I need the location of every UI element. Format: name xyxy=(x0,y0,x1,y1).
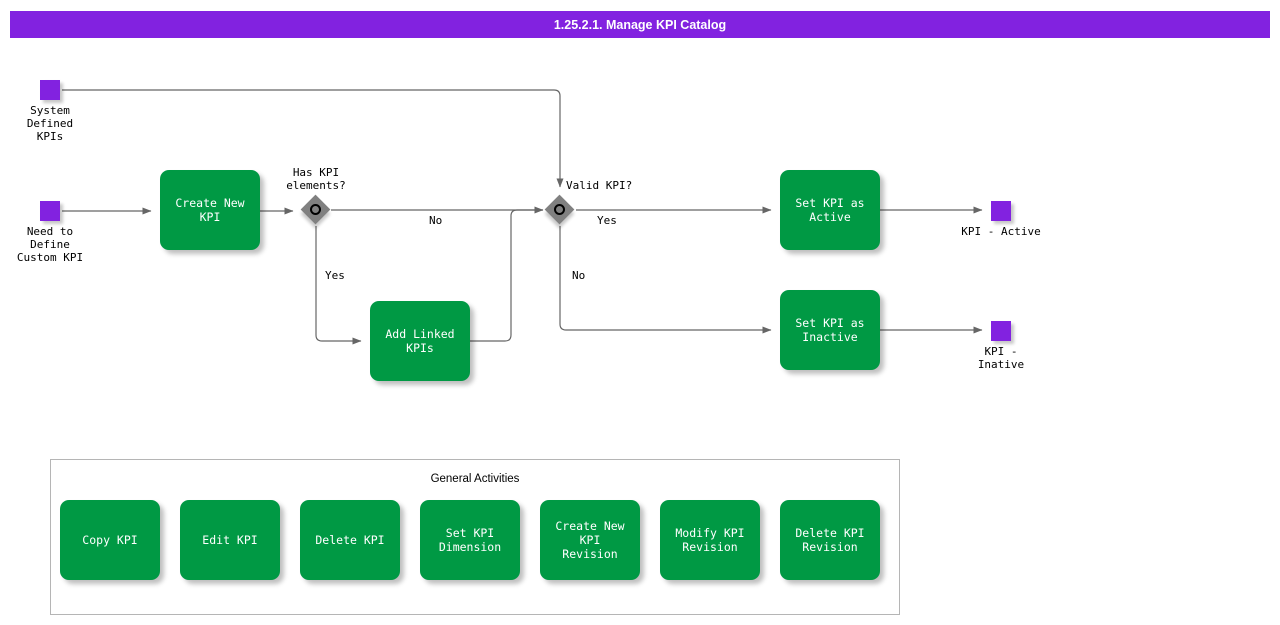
start-event-need-to-define-custom-kpi[interactable] xyxy=(40,201,60,221)
start-event-system-defined-kpis[interactable] xyxy=(40,80,60,100)
gateway-valid-kpi-label: Valid KPI? xyxy=(566,179,633,192)
flow-add-linked-kpis-to-gateway2 xyxy=(470,209,543,342)
gateway-has-kpi-elements[interactable] xyxy=(300,194,331,225)
task-set-kpi-as-inactive[interactable]: Set KPI as Inactive xyxy=(780,290,880,370)
start-event-system-defined-kpis-label: System Defined KPIs xyxy=(26,104,74,143)
page-title-bar: 1.25.2.1. Manage KPI Catalog xyxy=(10,11,1270,38)
task-set-kpi-as-active[interactable]: Set KPI as Active xyxy=(780,170,880,250)
end-event-kpi-inactive-label: KPI - Inative xyxy=(977,345,1025,371)
inclusive-gateway-circle-icon xyxy=(554,204,565,215)
flow-label-valid-kpi-no: No xyxy=(572,269,586,282)
flow-label-has-kpi-no: No xyxy=(429,214,443,227)
gateway-valid-kpi[interactable] xyxy=(544,194,575,225)
end-event-kpi-inactive[interactable] xyxy=(991,321,1011,341)
task-create-new-kpi[interactable]: Create New KPI xyxy=(160,170,260,250)
general-activities-title: General Activities xyxy=(430,473,520,485)
flow-gateway2-no-to-set-inactive xyxy=(559,226,772,334)
task-set-kpi-dimension[interactable]: Set KPI Dimension xyxy=(420,500,520,580)
inclusive-gateway-circle-icon xyxy=(310,204,321,215)
task-delete-kpi-revision[interactable]: Delete KPI Revision xyxy=(780,500,880,580)
task-add-linked-kpis[interactable]: Add Linked KPIs xyxy=(370,301,470,381)
end-event-kpi-active[interactable] xyxy=(991,201,1011,221)
flow-label-valid-kpi-yes: Yes xyxy=(597,214,617,227)
task-copy-kpi[interactable]: Copy KPI xyxy=(60,500,160,580)
flow-label-has-kpi-yes: Yes xyxy=(325,269,345,282)
task-delete-kpi[interactable]: Delete KPI xyxy=(300,500,400,580)
start-event-need-to-define-custom-kpi-label: Need to Define Custom KPI xyxy=(16,225,84,264)
task-create-new-kpi-revision[interactable]: Create New KPI Revision xyxy=(540,500,640,580)
page-title: 1.25.2.1. Manage KPI Catalog xyxy=(553,17,727,32)
task-edit-kpi[interactable]: Edit KPI xyxy=(180,500,280,580)
gateway-has-kpi-elements-label: Has KPI elements? xyxy=(286,166,346,192)
flow-gateway1-yes-to-add-linked-kpis xyxy=(315,226,362,345)
task-modify-kpi-revision[interactable]: Modify KPI Revision xyxy=(660,500,760,580)
end-event-kpi-active-label: KPI - Active xyxy=(961,225,1041,238)
